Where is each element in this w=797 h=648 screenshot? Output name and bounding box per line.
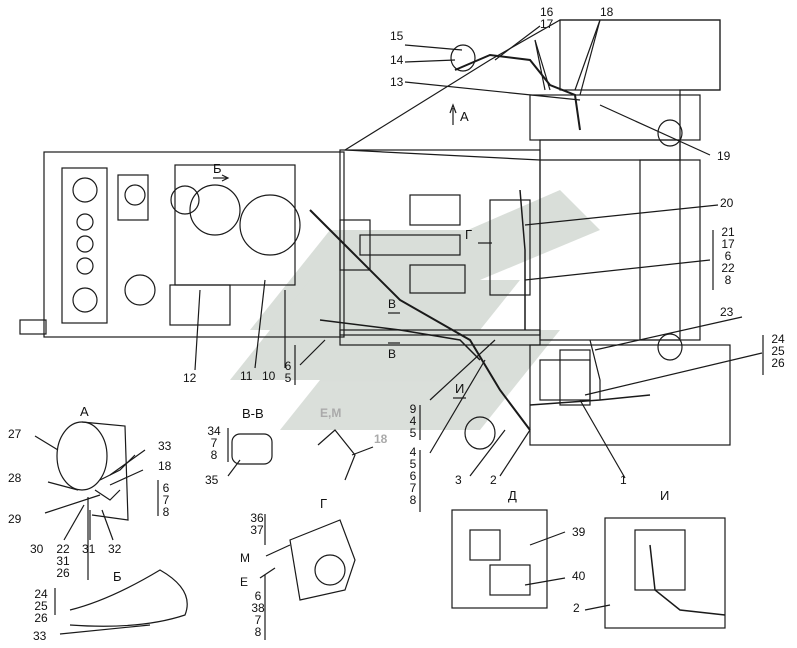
callout-10: 10 bbox=[262, 369, 276, 383]
inset-vv-callout-35: 35 bbox=[205, 473, 219, 487]
inset-a-callout-27: 27 bbox=[8, 427, 22, 441]
callout-17: 17 bbox=[540, 17, 554, 31]
view-label-i: И bbox=[455, 381, 465, 396]
callout-2: 2 bbox=[490, 473, 497, 487]
callout-20: 20 bbox=[720, 196, 734, 210]
inset-b-title: Б bbox=[113, 569, 122, 584]
inset-a-callout-28: 28 bbox=[8, 471, 22, 485]
inset-em-callout-18: 18 bbox=[374, 432, 388, 446]
inset-em-part bbox=[317, 429, 356, 481]
inset-a-callout-30: 30 bbox=[30, 542, 44, 556]
inset-b-part bbox=[69, 569, 188, 627]
callout-18: 18 bbox=[600, 5, 614, 19]
inset-b-callout-33: 33 bbox=[33, 629, 47, 643]
inset-g-label-e: Е bbox=[240, 575, 249, 589]
inset-a-callout-29: 29 bbox=[8, 512, 22, 526]
callout-12: 12 bbox=[183, 371, 197, 385]
callout-19: 19 bbox=[717, 149, 731, 163]
callout-23: 23 bbox=[720, 305, 734, 319]
inset-a-title: А bbox=[80, 404, 89, 419]
inset-d-frame bbox=[451, 509, 548, 609]
callout-3: 3 bbox=[455, 473, 462, 487]
inset-d-callout-39: 39 bbox=[572, 525, 586, 539]
callout-1: 1 bbox=[620, 473, 627, 487]
callout-14: 14 bbox=[390, 53, 404, 67]
inset-a-callout-32: 32 bbox=[108, 542, 122, 556]
view-label-b: Б bbox=[213, 161, 222, 176]
callout-15: 15 bbox=[390, 29, 404, 43]
inset-i-frame bbox=[604, 517, 726, 629]
inset-g-label-m: М bbox=[240, 551, 250, 565]
callout-13: 13 bbox=[390, 75, 404, 89]
inset-a-callout-33: 33 bbox=[158, 439, 172, 453]
inset-i-title: И bbox=[660, 488, 670, 503]
inset-vv-title: В-В bbox=[242, 406, 264, 421]
inset-g-part bbox=[289, 519, 356, 601]
callout-16: 16 bbox=[540, 5, 554, 19]
inset-a-callout-31: 31 bbox=[82, 542, 96, 556]
view-label-a: А bbox=[460, 109, 469, 124]
inset-d-callout-40: 40 bbox=[572, 569, 586, 583]
view-label-v2: В bbox=[388, 347, 397, 361]
callout-11: 11 bbox=[240, 369, 253, 383]
inset-g-title: Г bbox=[320, 496, 328, 511]
inset-d-title: Д bbox=[508, 488, 517, 503]
inset-a-headlamp bbox=[56, 421, 108, 491]
inset-a-callout-18: 18 bbox=[158, 459, 172, 473]
view-label-v1: В bbox=[388, 297, 397, 311]
inset-em-title: Е,М bbox=[320, 406, 342, 420]
inset-i-callout-2: 2 bbox=[573, 601, 580, 615]
inset-vv-part bbox=[231, 433, 273, 465]
view-label-g: Г bbox=[465, 227, 473, 242]
